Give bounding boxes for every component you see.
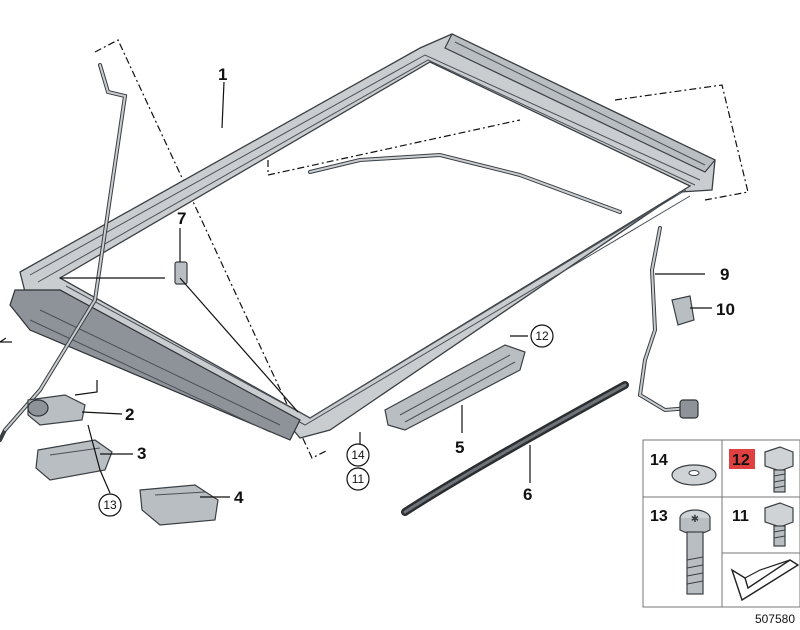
part-10-clip <box>671 295 695 326</box>
leader-lines <box>0 81 712 498</box>
label-9: 9 <box>720 265 729 284</box>
label-3: 3 <box>137 444 146 463</box>
assembly-lines <box>0 39 749 459</box>
label-4: 4 <box>234 488 244 507</box>
direction-arrow-icon <box>730 559 800 602</box>
label-5: 5 <box>455 438 464 457</box>
fastener-table: 14 12 13 11 ✱ <box>642 439 800 608</box>
svg-text:✱: ✱ <box>691 514 699 525</box>
circled-labels: 12 13 14 11 <box>98 324 554 517</box>
table-label-11: 11 <box>732 508 749 525</box>
label-1: 1 <box>218 65 227 84</box>
label-2: 2 <box>125 405 134 424</box>
drain-hoses <box>0 63 699 442</box>
torx-bolt-icon: ✱ <box>679 509 711 595</box>
table-label-14: 14 <box>650 452 668 469</box>
part-4-module <box>139 484 219 526</box>
label-7: 7 <box>177 209 186 228</box>
part-2-motor <box>27 394 86 426</box>
hex-bolt-icon <box>764 502 794 547</box>
label-6: 6 <box>523 485 532 504</box>
circled-label-13: 13 <box>103 498 117 512</box>
part-3-module <box>35 439 113 481</box>
table-label-12: 12 <box>732 452 750 469</box>
label-10: 10 <box>716 300 735 319</box>
circled-label-14: 14 <box>351 448 365 462</box>
part-labels: 1 7 9 10 2 3 4 5 6 <box>125 65 735 507</box>
flange-bolt-icon <box>764 446 794 493</box>
highlight-box-12 <box>729 449 755 469</box>
table-label-13: 13 <box>650 508 668 525</box>
reference-number: 507580 <box>755 612 795 626</box>
circled-label-11: 11 <box>352 472 365 486</box>
circled-label-12: 12 <box>535 329 549 343</box>
sunroof-frame <box>9 33 716 441</box>
part-7-clip <box>174 261 188 285</box>
